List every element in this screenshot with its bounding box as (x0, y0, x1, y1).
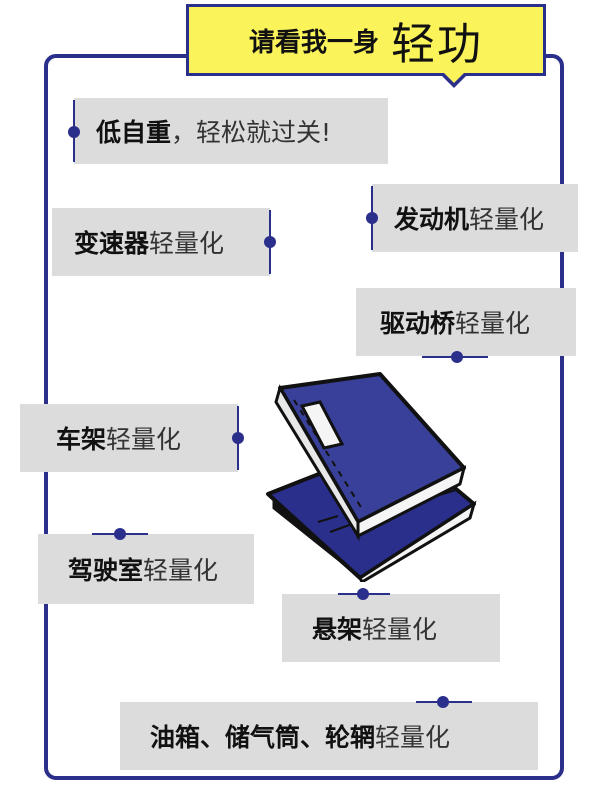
label-engine: 发动机轻量化 (372, 184, 578, 252)
connector-dot (366, 212, 378, 224)
label-frame-bold: 车架 (56, 425, 107, 454)
label-frame: 车架轻量化 (20, 404, 238, 472)
label-tank-rims-rest: 轻量化 (375, 723, 451, 752)
label-frame-rest: 轻量化 (106, 425, 182, 454)
label-engine-rest: 轻量化 (469, 205, 545, 234)
title-pointer-fill (444, 73, 464, 83)
label-engine-bold: 发动机 (394, 205, 470, 234)
label-suspension-rest: 轻量化 (362, 615, 438, 644)
title-banner: 请看我一身 轻功 (186, 4, 546, 76)
label-cab: 驾驶室轻量化 (38, 534, 254, 604)
label-cab-rest: 轻量化 (143, 556, 219, 585)
label-low-weight-bold: 低自重 (96, 118, 172, 147)
connector-dot (357, 588, 369, 600)
connector-dot (264, 236, 276, 248)
connector-dot (437, 696, 449, 708)
label-drive-axle-rest: 轻量化 (455, 309, 531, 338)
label-tank-rims-bold: 油箱、储气筒、轮辋 (150, 723, 376, 752)
label-cab-bold: 驾驶室 (68, 556, 144, 585)
label-drive-axle: 驱动桥轻量化 (356, 288, 576, 356)
label-gearbox-bold: 变速器 (74, 229, 150, 258)
label-low-weight-rest: ，轻松就过关! (171, 118, 332, 147)
title-prefix: 请看我一身 (248, 27, 379, 58)
label-suspension-bold: 悬架 (312, 615, 363, 644)
label-gearbox-rest: 轻量化 (149, 229, 225, 258)
label-drive-axle-bold: 驱动桥 (380, 309, 456, 338)
title-highlight: 轻功 (391, 19, 483, 70)
label-low-weight: 低自重，轻松就过关! (74, 98, 388, 164)
label-tank-rims: 油箱、储气筒、轮辋轻量化 (120, 702, 538, 770)
connector-dot (114, 528, 126, 540)
connector-dot (68, 126, 80, 138)
connector-dot (232, 432, 244, 444)
books-illustration (266, 372, 477, 582)
label-gearbox: 变速器轻量化 (52, 208, 270, 276)
connector-dot (451, 351, 463, 363)
label-suspension: 悬架轻量化 (282, 594, 500, 662)
